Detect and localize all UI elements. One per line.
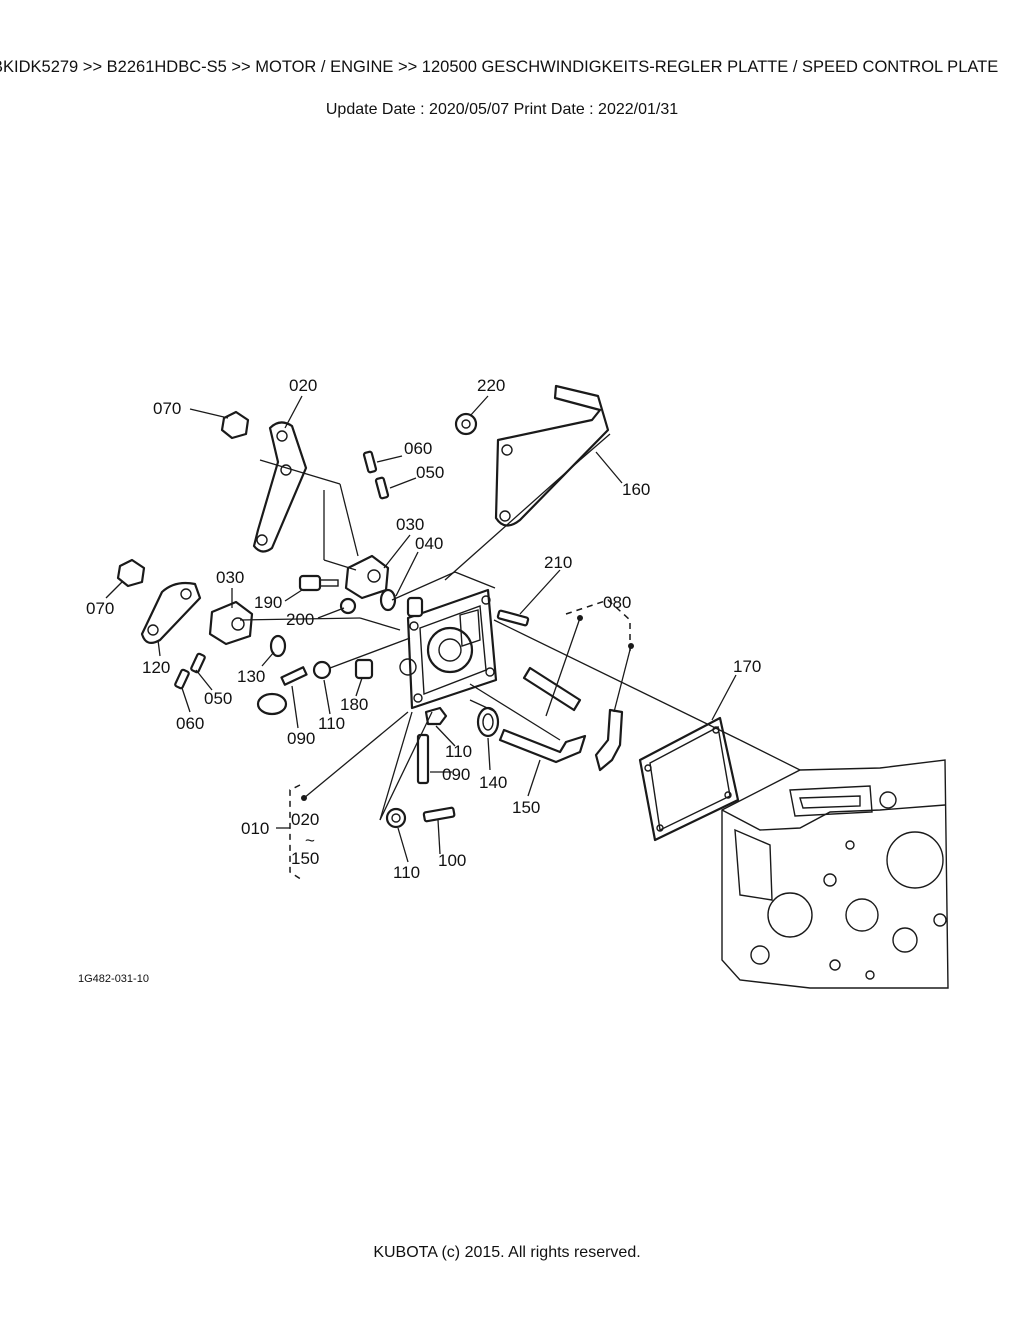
lever-020 [252,421,308,553]
small-parts [116,410,624,829]
label-010: 010 [241,819,269,838]
label-020: 020 [291,810,319,829]
label-020: 020 [289,376,317,395]
label-110: 110 [445,742,472,761]
label-210: 210 [544,553,572,572]
label-090: 090 [442,765,470,784]
label-070: 070 [153,399,181,418]
copyright-footer: KUBOTA (c) 2015. All rights reserved. [373,1244,641,1261]
breadcrumb: BKIDK5279 >> B2261HDBC-S5 >> MOTOR / ENG… [0,58,1024,82]
gasket-170 [638,716,740,842]
speed-control-plate [399,588,498,710]
label-050: 050 [204,689,232,708]
date-info: Update Date : 2020/05/07 Print Date : 20… [325,101,679,118]
label-080: 080 [603,593,631,612]
label-160: 160 [622,480,650,499]
label-110: 110 [393,863,420,882]
label-140: 140 [479,773,507,792]
leader-lines [105,395,801,881]
drawing-code: 1G482-031-10 [78,973,149,985]
label-060: 060 [176,714,204,733]
label-110: 110 [318,714,345,733]
label-040: 040 [415,534,443,553]
engine-block [721,759,949,989]
label-050: 050 [416,463,444,482]
label-170: 170 [733,657,761,676]
breadcrumb-text: BKIDK5279 >> B2261HDBC-S5 >> MOTOR / ENG… [0,58,999,76]
label-190: 190 [254,593,282,612]
label-030: 030 [216,568,244,587]
part-labels: 070 020 220 060 050 160 030 040 210 070 … [78,376,761,985]
label-200: 200 [286,610,314,629]
block-030-upper [344,554,390,600]
label-tilde: ~ [305,831,315,850]
label-070: 070 [86,599,114,618]
lever-160 [494,384,610,527]
label-130: 130 [237,667,265,686]
block-030-lower [208,600,254,646]
lever-120 [140,581,202,645]
label-150: 150 [512,798,540,817]
label-120: 120 [142,658,170,677]
label-180: 180 [340,695,368,714]
label-150: 150 [291,849,319,868]
label-090: 090 [287,729,315,748]
label-030: 030 [396,515,424,534]
label-060: 060 [404,439,432,458]
label-220: 220 [477,376,505,395]
label-100: 100 [438,851,466,870]
